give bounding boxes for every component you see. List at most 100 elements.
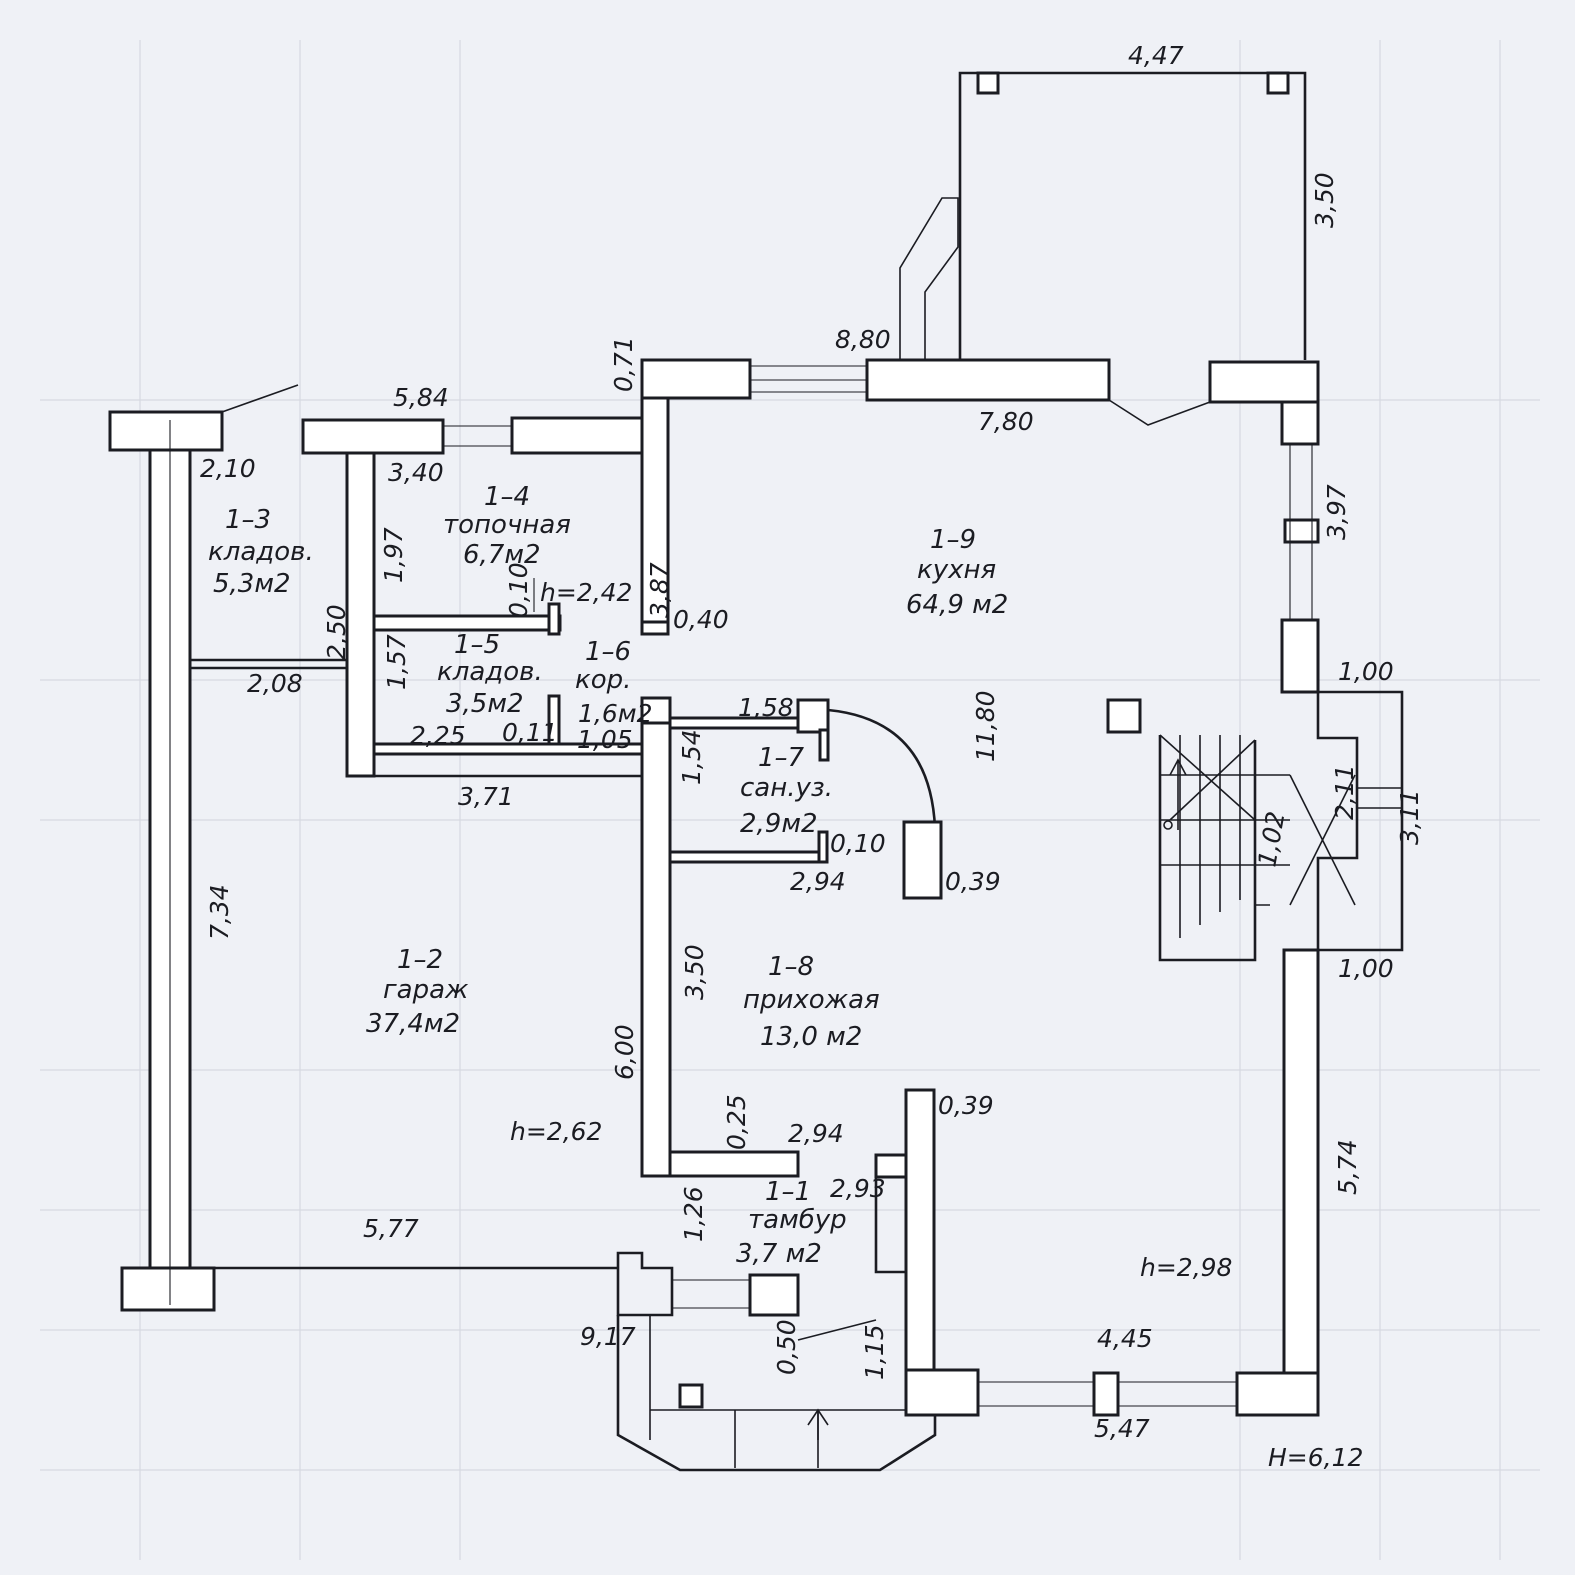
dim-2-08: 2,08 [247,669,303,698]
dim-3-11: 3,11 [1395,789,1424,845]
dim-7-80: 7,80 [978,407,1034,436]
room-1-2-name: гараж [383,975,469,1005]
height-garage: h=2,62 [510,1117,602,1146]
wall-top-storage [301,418,445,455]
wall-bath-bottom [668,850,822,864]
kitchen-column [1106,698,1142,734]
room-1-5-number: 1–5 [454,630,500,660]
wall-hall-west-cap [640,696,672,725]
wall-right-upper [1280,400,1320,446]
bath-column [796,698,830,734]
dim-2-93: 2,93 [830,1174,886,1203]
wall-top-mid [640,358,752,400]
room-1-4-name: топочная [443,510,571,540]
room-1-8-name: прихожая [743,985,880,1015]
dim-3-50-extension: 3,50 [1310,172,1339,228]
dim-5-47: 5,47 [1094,1414,1150,1443]
dim-1-15: 1,15 [860,1324,889,1380]
dim-0-50: 0,50 [772,1319,801,1375]
background-form-grid [40,40,1540,1560]
dim-1-00-upper: 1,00 [1338,657,1394,686]
room-1-7-number: 1–7 [758,743,805,773]
bath-stub-left [818,728,830,762]
walls [108,71,1404,1472]
dim-3-50-hall: 3,50 [680,944,709,1000]
staircase [1158,734,1356,962]
wall-right-lower [1282,948,1320,1417]
room-1-9-area: 64,9 м2 [906,590,1008,620]
dim-5-77: 5,77 [363,1214,419,1243]
dim-0-39-b: 0,39 [938,1091,994,1120]
room-1-7-area: 2,9м2 [740,809,818,839]
dim-0-40: 0,40 [673,605,729,634]
dim-0-71: 0,71 [609,336,638,392]
dim-0-11: 0,11 [502,718,558,747]
dim-2-25: 2,25 [410,721,466,750]
dim-1-00-lower: 1,00 [1338,954,1394,983]
dim-1-02: 1,02 [1252,809,1290,869]
room-1-6-area: 1,6м2 [578,699,653,728]
wall-bay-inner [1316,692,1359,950]
dim-1-57: 1,57 [382,634,411,690]
dim-3-97: 3,97 [1322,484,1351,540]
wall-extension [958,71,1307,360]
wall-hall-left [904,1088,936,1372]
room-1-8-area: 13,0 м2 [760,1022,862,1052]
room-1-4-area: 6,7м2 [463,540,541,570]
wall-vestibule-top [668,1150,800,1178]
dim-0-10-a: 0,10 [504,562,533,618]
dim-2-94-b: 2,94 [788,1119,844,1148]
wall-bottom-pier [1092,1371,1120,1417]
room-1-2-number: 1–2 [397,945,443,975]
room-1-9-name: кухня [917,555,996,585]
dim-1-26: 1,26 [679,1186,708,1242]
dim-4-45: 4,45 [1097,1324,1153,1353]
dimensions: 4,47 3,50 8,80 0,71 5,84 7,80 2,10 3,40 … [200,41,1424,1443]
room-1-9-number: 1–9 [930,525,976,555]
room-labels: 1–1 тамбур 3,7 м2 1–2 гараж 37,4м2 1–3 к… [208,482,1363,1472]
dim-5-84: 5,84 [393,383,449,412]
wall-bath-stub [817,830,829,864]
wall-right-pilaster [1280,618,1320,694]
wall-right-window-pier [1283,518,1320,544]
dim-0-10-b: 0,10 [830,829,886,858]
wall-top-kitchen [865,358,1111,402]
entrance-porch [616,1251,937,1472]
dim-8-80: 8,80 [835,325,891,354]
room-1-7-name: сан.уз. [740,773,833,803]
bath-door-swing [827,708,937,829]
dim-5-74: 5,74 [1333,1139,1362,1195]
chimney [899,197,959,360]
room-1-2-area: 37,4м2 [366,1009,460,1039]
dim-3-71: 3,71 [458,782,514,811]
room-1-1-area: 3,7 м2 [736,1239,822,1269]
dim-2-94-a: 2,94 [790,867,846,896]
dim-2-50: 2,50 [322,604,351,660]
extension-column-left [976,71,1000,95]
wall-boiler-bottom-right [640,620,670,636]
room-1-8-number: 1–8 [768,952,814,982]
wall-boiler-door-stub [547,602,561,636]
room-1-4-number: 1–4 [484,482,530,512]
room-1-5-name: кладов. [437,657,543,687]
wall-corridor-stub [547,694,561,746]
dim-6-00: 6,00 [610,1024,639,1080]
dim-0-25: 0,25 [722,1094,751,1150]
dim-0-39-a: 0,39 [945,867,1001,896]
dim-2-11: 2,11 [1330,764,1359,820]
height-kitchen: h=2,98 [1140,1253,1232,1282]
room-1-6-number: 1–6 [585,637,631,667]
dim-3-87: 3,87 [645,562,674,618]
dim-7-34: 7,34 [205,884,234,940]
wall-right-top-block [1208,360,1320,404]
room-1-1-number: 1–1 [765,1177,811,1207]
dim-1-58: 1,58 [738,693,794,722]
bath-fixture [902,820,943,900]
room-1-3-area: 5,3м2 [213,569,291,599]
wall-hall-west [640,696,672,1178]
wall-boiler-right [640,358,670,634]
room-1-5-area: 3,5м2 [446,689,524,719]
wall-left-bottom-block [120,1266,216,1312]
dim-9-17: 9,17 [580,1322,636,1351]
